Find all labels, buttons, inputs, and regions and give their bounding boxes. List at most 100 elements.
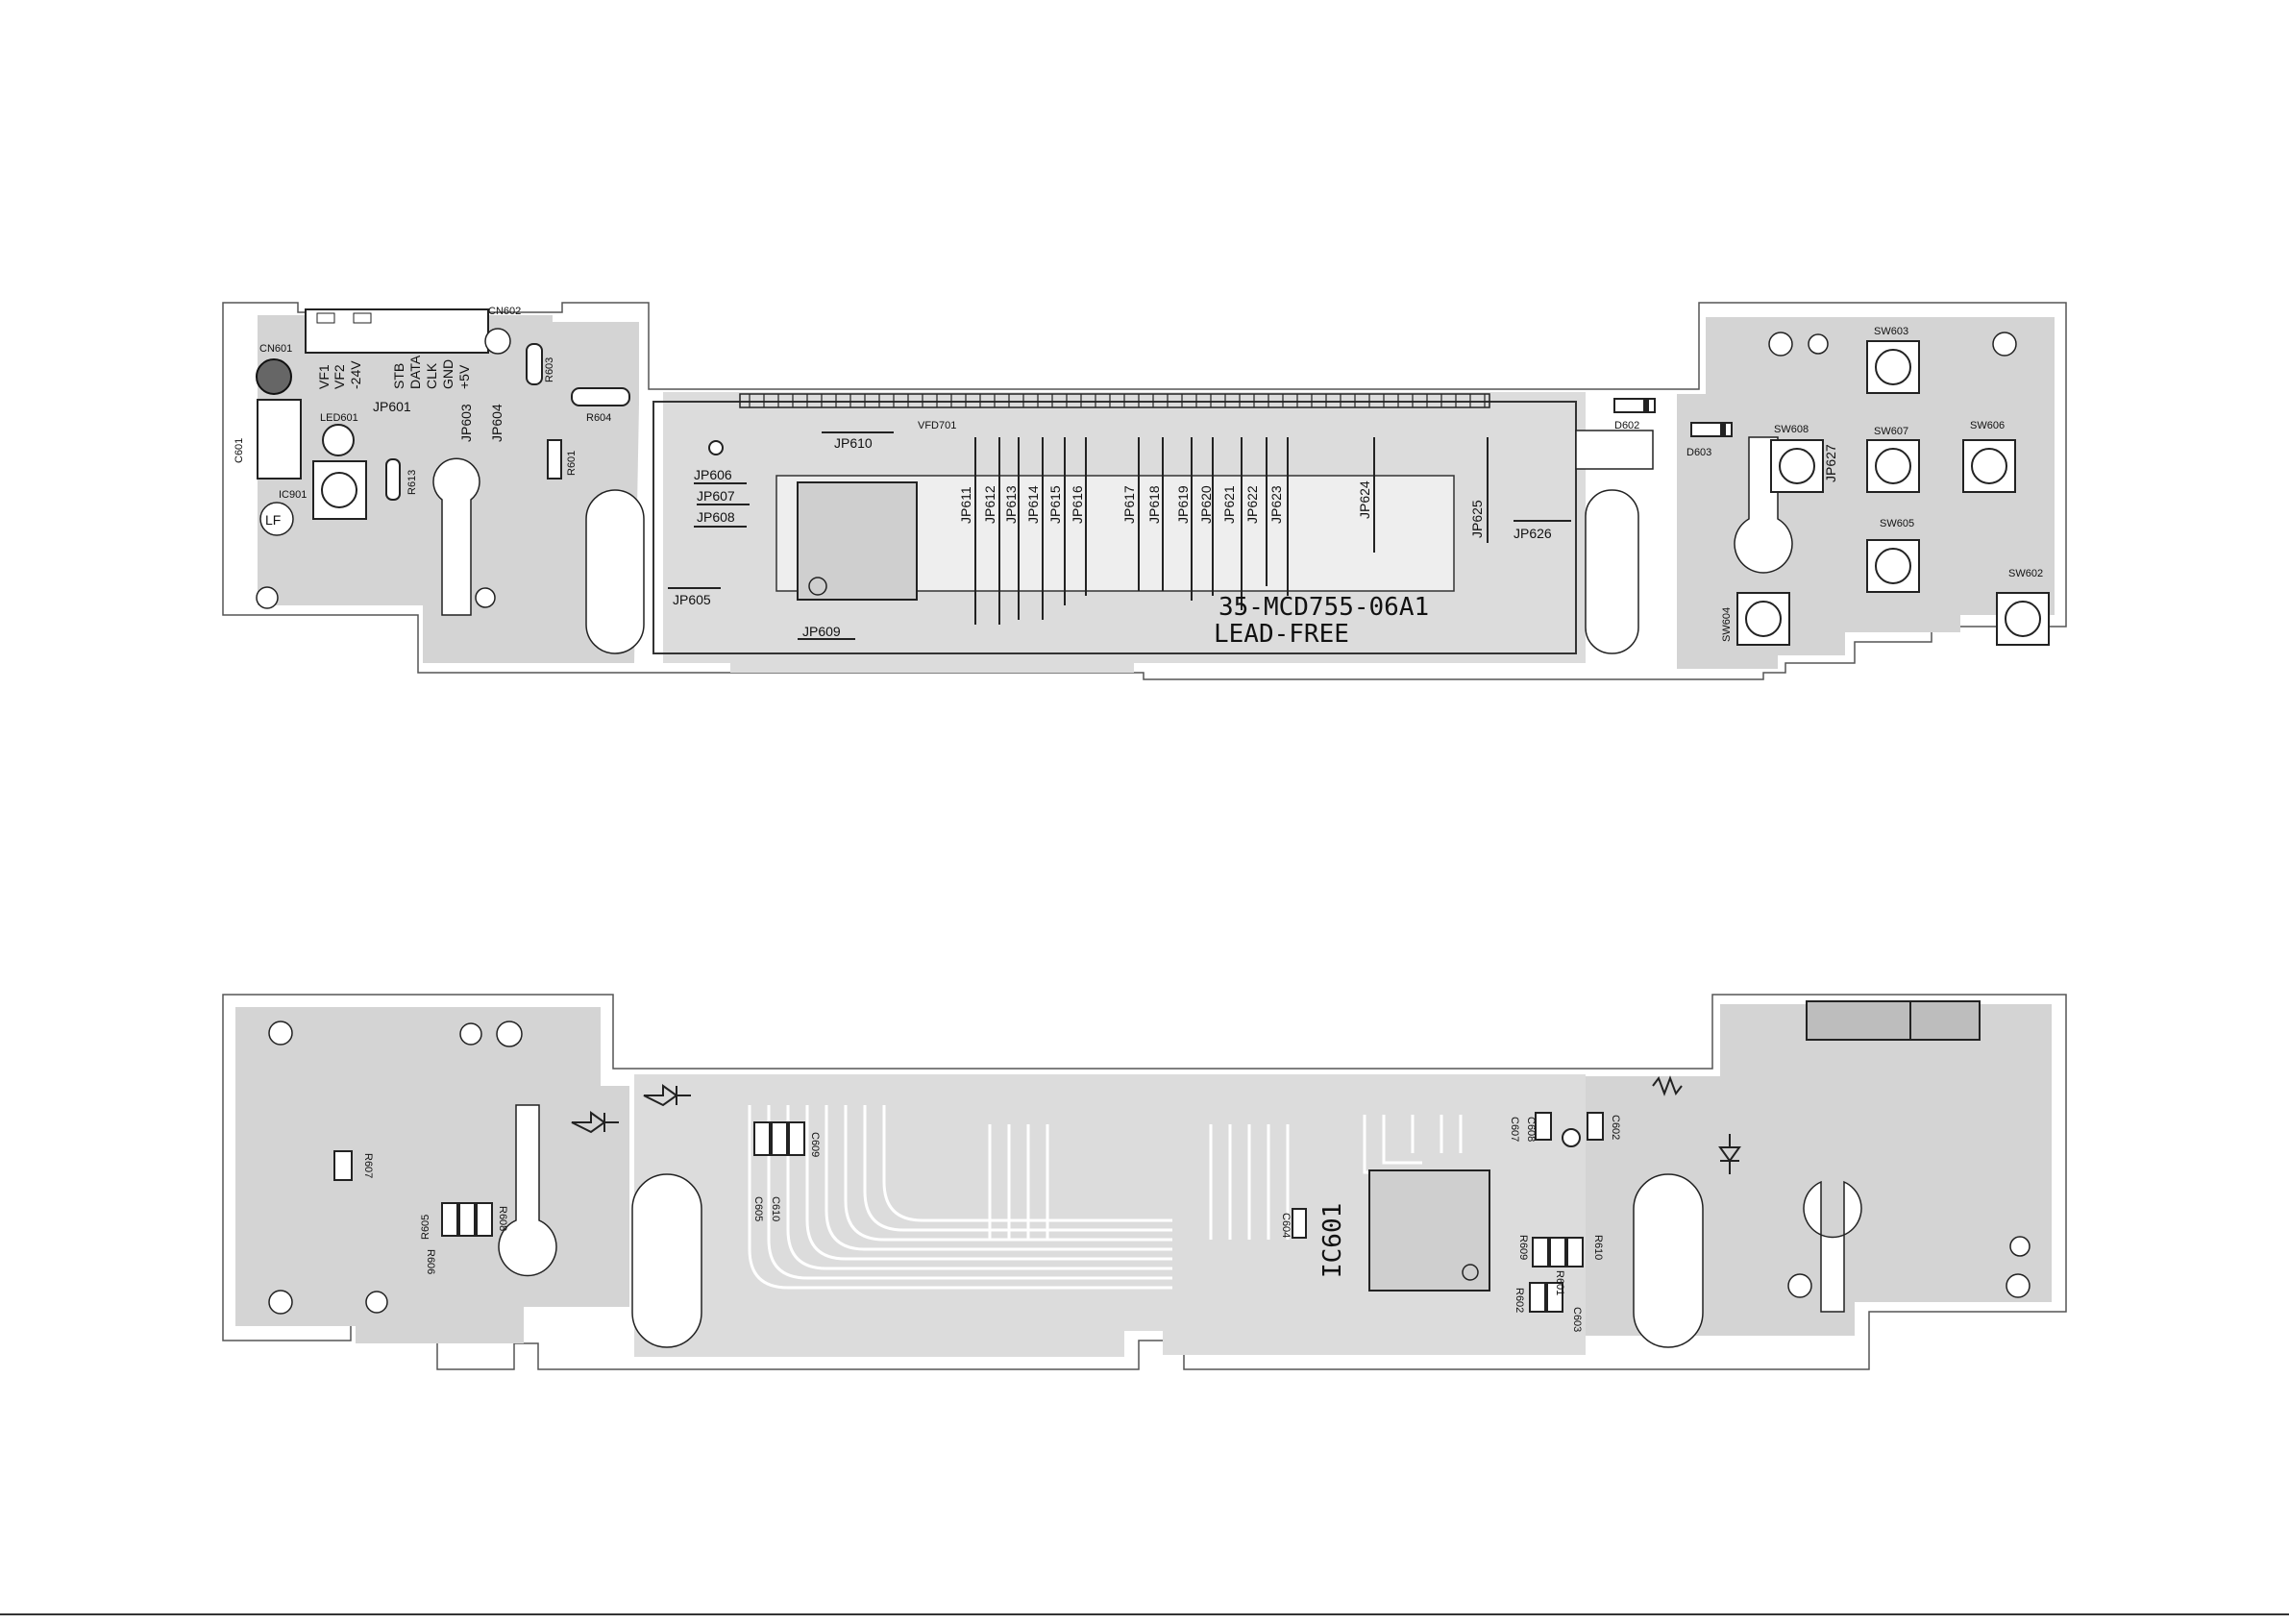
- pin-label-gnd: GND: [440, 359, 455, 389]
- vfd-pin-row: [739, 393, 1490, 408]
- jp617-label: JP617: [1121, 485, 1137, 524]
- c601-capacitor: [257, 399, 302, 480]
- jp608-label: JP608: [697, 509, 735, 525]
- sw606-button: [1971, 448, 2007, 484]
- lead-free-label: LEAD-FREE: [1214, 620, 1349, 649]
- bottom-diode-symbols: [571, 1075, 1741, 1174]
- r607-res: [333, 1150, 353, 1181]
- vfd701-label: VFD701: [918, 420, 956, 431]
- sw604-label: SW604: [1721, 607, 1733, 642]
- c607-label: C607: [1509, 1117, 1520, 1142]
- jp622-label: JP622: [1244, 485, 1260, 524]
- c608-pad: [1562, 1128, 1581, 1147]
- sw608-button: [1779, 448, 1815, 484]
- top-copper-right: [1677, 317, 2055, 669]
- bottom-oval-slot-right: [1633, 1173, 1704, 1348]
- sw607-label: SW607: [1874, 426, 1908, 437]
- pin-label-data: DATA: [407, 355, 423, 389]
- r602-label: R602: [1514, 1288, 1525, 1313]
- r607-label: R607: [362, 1153, 374, 1178]
- pin-label-24v: -24V: [348, 360, 363, 389]
- jp612-label: JP612: [982, 485, 997, 524]
- jp611-label: JP611: [958, 486, 973, 524]
- jp627-label: JP627: [1823, 444, 1838, 482]
- keyhole-slot-left: [432, 457, 480, 616]
- bottom-hole-8: [2006, 1273, 2031, 1298]
- jp601-label: JP601: [373, 399, 411, 414]
- r603-label: R603: [544, 357, 555, 382]
- r604-resistor: [571, 387, 630, 406]
- pin-label-5v: +5V: [456, 364, 472, 389]
- bottom-hole-6: [1787, 1273, 1812, 1298]
- ic601-chip: [1368, 1169, 1490, 1292]
- r609-label: R609: [1517, 1235, 1529, 1260]
- hole-top-left-2: [475, 587, 496, 608]
- d602-band: [1643, 399, 1649, 412]
- c601-label: C601: [234, 438, 245, 463]
- vertical-jumper-wires: [974, 437, 1489, 625]
- led601: [322, 424, 355, 456]
- jp625-label: JP625: [1469, 500, 1485, 538]
- bottom-keyhole-left: [498, 1104, 557, 1277]
- c610-cap: [771, 1121, 788, 1156]
- cn601-label: CN601: [259, 343, 292, 355]
- jp607-label: JP607: [697, 488, 735, 504]
- bottom-connector-block: [1806, 1000, 1981, 1041]
- vfd-chip-pin1: [808, 577, 827, 596]
- c604-cap: [1292, 1208, 1307, 1239]
- ic601-label: IC601: [1318, 1203, 1347, 1278]
- r608-res: [476, 1202, 493, 1237]
- sw603-label: SW603: [1874, 326, 1908, 337]
- r610-label: R610: [1592, 1235, 1604, 1260]
- cn601-connector: [256, 358, 292, 395]
- r605-res: [441, 1202, 458, 1237]
- r606-res: [458, 1202, 476, 1237]
- bottom-oval-slot-left: [631, 1173, 702, 1348]
- jp609-label: JP609: [802, 624, 841, 639]
- r601-resistor: [547, 439, 562, 480]
- r610-res: [1566, 1237, 1584, 1267]
- cn602-connector: [305, 308, 489, 354]
- c602-cap: [1587, 1112, 1604, 1141]
- sw605-button: [1875, 548, 1911, 584]
- d603-label: D603: [1686, 447, 1711, 458]
- bottom-hole-7: [2009, 1236, 2031, 1257]
- bottom-hole-4: [268, 1290, 293, 1315]
- led601-label: LED601: [320, 412, 358, 424]
- r608-label: R608: [497, 1206, 508, 1231]
- bottom-hole-5: [365, 1291, 388, 1314]
- sw604-button: [1745, 601, 1782, 637]
- jp619-label: JP619: [1175, 485, 1191, 524]
- pin-label-vf2: VF2: [332, 364, 347, 389]
- jp616-label: JP616: [1070, 485, 1085, 524]
- ic901-body: [321, 472, 357, 508]
- jp614-label: JP614: [1025, 485, 1041, 524]
- vfd-driver-chip: [797, 481, 918, 601]
- jp621-label: JP621: [1221, 485, 1237, 524]
- cn602-label: CN602: [488, 306, 521, 317]
- c603-label: C603: [1571, 1307, 1583, 1332]
- r603-resistor: [526, 343, 543, 385]
- ic901-label: IC901: [279, 489, 307, 501]
- jp610-label: JP610: [834, 435, 873, 451]
- d603-band: [1720, 423, 1726, 436]
- hole-right-3: [1992, 332, 2017, 357]
- c609-label: C609: [809, 1132, 821, 1157]
- jp626-label: JP626: [1514, 526, 1552, 541]
- jp605-label: JP605: [673, 592, 711, 607]
- hole-top-left-1: [256, 586, 279, 609]
- lf-circle: [259, 502, 294, 536]
- r602-res: [1529, 1282, 1546, 1313]
- r601-label: R601: [566, 451, 578, 476]
- jp604-label: JP604: [489, 404, 505, 442]
- sw605-label: SW605: [1880, 518, 1914, 529]
- c605-cap: [753, 1121, 771, 1156]
- pin-label-stb: STB: [391, 363, 406, 389]
- c608-cap: [1535, 1112, 1552, 1141]
- cn602-pad-1: [316, 312, 335, 324]
- jp624-label: JP624: [1357, 480, 1372, 519]
- cn602-pad-2: [353, 312, 372, 324]
- jp618-label: JP618: [1146, 485, 1162, 524]
- bottom-keyhole-right: [1803, 1180, 1862, 1313]
